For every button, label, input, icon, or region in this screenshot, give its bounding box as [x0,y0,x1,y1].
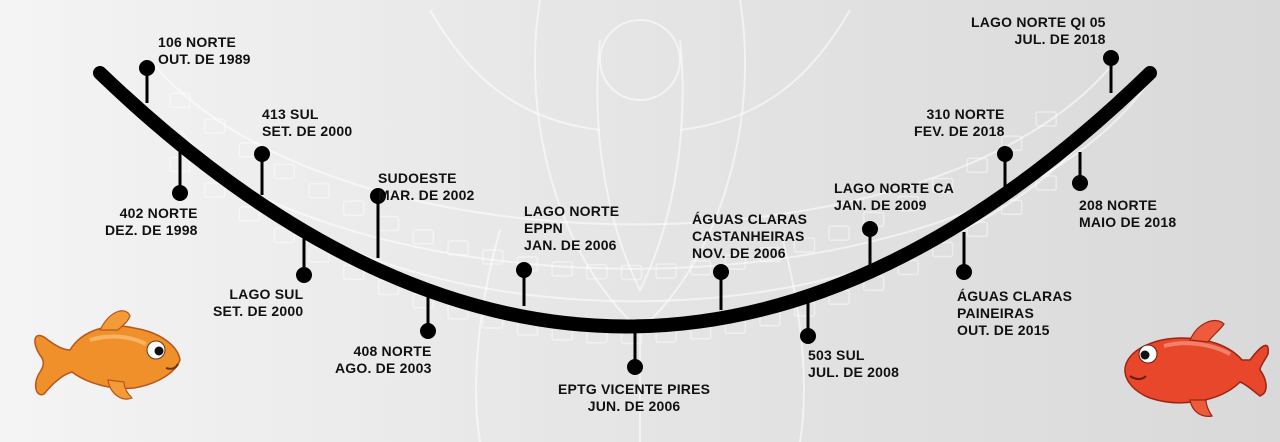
milestone-label-line: 503 SUL [808,347,865,363]
city-block [447,240,469,256]
city-block [655,263,677,279]
city-block [1000,199,1023,215]
milestone-label-line: JUN. DE 2006 [587,398,681,414]
milestone-label-line: SUDOESTE [378,170,457,186]
milestone-label-line: SET. DE 2000 [262,123,353,139]
milestone-label-line: MAR. DE 2002 [378,187,475,203]
milestone-dot [1103,50,1119,66]
city-block [724,254,747,270]
milestone-dot [1072,175,1088,191]
milestone-label-line: FEV. DE 2018 [914,123,1005,139]
milestone-label-line: EPPN [524,220,563,236]
milestone-dot [516,262,532,278]
milestone-label-line: 413 SUL [262,106,319,122]
milestone-label-line: 310 NORTE [926,106,1005,122]
milestone-dot [139,60,155,76]
city-block [238,206,261,222]
milestone-label-line: LAGO NORTE CA [834,180,955,196]
milestone-label-line: NOV. DE 2006 [692,245,786,261]
milestone-dot [800,328,816,344]
milestone-label-line: OUT. DE 1989 [158,51,251,67]
milestone-label-line: AGO. DE 2003 [335,360,432,376]
milestone-dot [627,359,643,375]
city-block [931,241,954,258]
milestone-label-line: CASTANHEIRAS [692,228,805,244]
city-block [586,263,608,280]
milestone-label-line: LAGO NORTE [524,203,620,219]
milestone-dot [254,146,270,162]
city-block [966,221,988,238]
timeline-ticks [139,50,1119,375]
milestone-label-line: LAGO NORTE QI 05 [971,14,1106,30]
milestone-label-line: 402 NORTE [119,205,198,221]
milestone-dot [296,267,312,283]
milestone-dot [420,323,436,339]
city-block [897,195,919,212]
milestone-label-line: JUL. DE 2008 [808,364,900,380]
milestone-label-line: JAN. DE 2006 [524,237,617,253]
milestone-dot [862,221,878,237]
red-fish-icon [1124,319,1270,417]
city-block [759,246,781,263]
city-block [203,182,226,198]
city-block [273,227,295,244]
milestone-label-line: OUT. DE 2015 [957,322,1050,338]
milestone-label-line: ÁGUAS CLARAS [957,288,1073,304]
city-block [343,200,365,216]
milestone-dot [370,188,386,204]
city-block [203,118,226,134]
goldfish-icon [34,310,181,400]
city-block [828,225,850,241]
city-block [1035,175,1057,191]
city-block [931,177,954,194]
city-block [412,229,435,245]
milestone-label-line: JUL. DE 2018 [1014,31,1106,47]
city-block [793,237,816,253]
milestone-label-line: LAGO SUL [229,286,304,302]
milestone-label-line: ÁGUAS CLARAS [692,211,808,227]
city-block [620,264,643,281]
city-block [551,261,573,277]
milestone-label-line: SET. DE 2000 [213,303,304,319]
milestone-label-line: PAINEIRAS [957,305,1034,321]
milestone-dot [172,185,188,201]
milestone-label-line: 408 NORTE [353,343,432,359]
milestone-dot [956,264,972,280]
city-block [481,249,504,265]
milestone-label-line: DEZ. DE 1998 [105,222,198,238]
milestone-label-line: EPTG VICENTE PIRES [558,381,711,397]
city-block [689,259,712,276]
city-block [1035,111,1057,127]
milestone-label-line: JAN. DE 2009 [834,197,927,213]
city-block [273,163,295,180]
milestone-dot [997,146,1013,162]
milestone-dot [713,264,729,280]
milestone-label-line: 208 NORTE [1079,197,1158,213]
timeline-arc [93,66,1157,334]
city-block [377,215,400,232]
city-block [966,157,988,174]
city-block [169,92,191,109]
city-block [308,183,330,199]
milestone-label-line: 106 NORTE [158,34,237,50]
milestone-label-line: MAIO DE 2018 [1079,214,1177,230]
